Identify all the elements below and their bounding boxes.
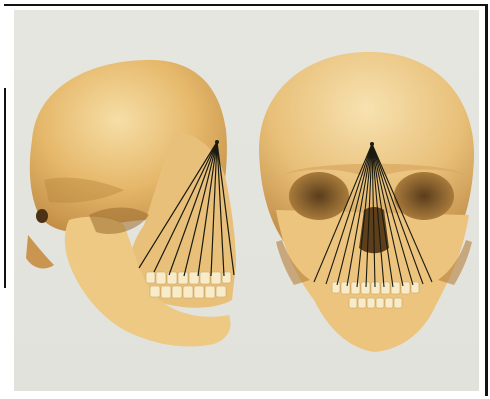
frame-border-left	[4, 88, 6, 288]
left-orbit	[289, 172, 349, 220]
lateral-ear-opening	[36, 209, 48, 223]
skull-photo	[14, 10, 479, 391]
frame-border-top	[4, 4, 488, 6]
lateral-apex-point	[215, 140, 219, 144]
frontal-apex-point	[370, 142, 374, 146]
right-orbit	[394, 172, 454, 220]
frame-border-right	[485, 4, 488, 396]
